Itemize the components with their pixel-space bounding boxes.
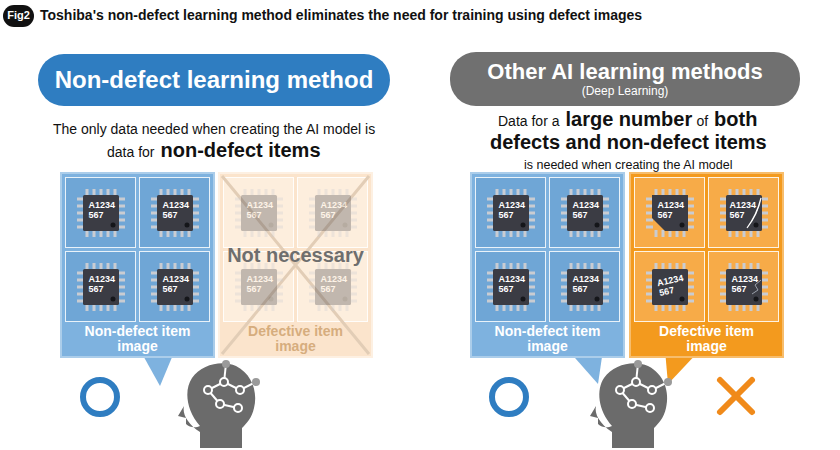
ai-head-icon	[178, 350, 260, 448]
chip-marking: A1234 567	[732, 274, 762, 295]
chip: A1234 567	[558, 186, 612, 240]
description-text: non-defect items	[160, 139, 320, 161]
image-panel: Defective item imageA1234 567A1234 567A1…	[218, 172, 373, 358]
chip-marking: A1234 567	[163, 200, 193, 221]
chip-marking: A1234 567	[89, 274, 119, 295]
chip: A1234 567	[74, 186, 128, 240]
chip-marking: A1234 567	[247, 200, 277, 221]
chip: A1234 567	[643, 260, 697, 314]
description-text: The only data needed when creating the A…	[53, 121, 375, 137]
chip: A1234 567	[643, 186, 697, 240]
description-line: Data for a large numberofboth	[498, 108, 757, 131]
fig-badge-text: Fig2	[3, 9, 34, 21]
chip-marking: A1234 567	[499, 274, 529, 295]
chip: A1234 567	[74, 260, 128, 314]
ng-cross	[720, 380, 752, 412]
chip: A1234 567	[717, 186, 771, 240]
ok-circle	[83, 380, 117, 414]
fig-badge	[3, 5, 34, 27]
description-text: Data for a	[498, 113, 559, 129]
image-panel: Non-defect item imageA1234 567A1234 567A…	[470, 172, 625, 358]
chip: A1234 567	[148, 260, 202, 314]
method-pill: Non-defect learning method	[38, 54, 390, 106]
panel-label: Non-defect item image	[487, 324, 608, 353]
chip-marking: A1234 567	[730, 200, 760, 221]
chip-marking: A1234 567	[573, 200, 603, 221]
description-line: is needed when creating the AI model	[524, 155, 732, 173]
figure-title: Toshiba's non-defect learning method eli…	[40, 7, 642, 23]
panel-label: Defective item image	[646, 324, 767, 353]
description-line: data for non-defect items	[107, 139, 321, 162]
pill-title: Non-defect learning method	[55, 67, 374, 93]
image-panel: Defective item imageA1234 567A1234 567A1…	[629, 172, 784, 358]
image-panel: Non-defect item imageA1234 567A1234 567A…	[60, 172, 215, 358]
panel-label: Non-defect item image	[77, 324, 198, 353]
panel-label: Defective item image	[235, 324, 356, 353]
description-text: defects and non-defect items	[490, 131, 767, 153]
description-text: both	[714, 108, 757, 130]
description-line: defects and non-defect items	[490, 131, 767, 154]
description-text: data for	[107, 144, 154, 160]
description-text: is needed when creating the AI model	[524, 158, 732, 172]
ok-circle	[492, 380, 526, 414]
pill-subtitle: (Deep Learning)	[582, 85, 669, 98]
ai-head-icon	[590, 350, 672, 448]
chip-marking: A1234 567	[89, 200, 119, 221]
description-line: The only data needed when creating the A…	[53, 120, 375, 138]
chip-marking: A1234 567	[658, 200, 688, 221]
chip: A1234 567	[232, 260, 286, 314]
chip: A1234 567	[306, 260, 360, 314]
chip-marking: A1234 567	[499, 200, 529, 221]
chip-marking: A1234 567	[321, 274, 351, 295]
chip: A1234 567	[484, 186, 538, 240]
chip: A1234 567	[232, 186, 286, 240]
chip: A1234 567	[717, 260, 771, 314]
pill-title: Other AI learning methods	[487, 60, 762, 84]
chip: A1234 567	[306, 186, 360, 240]
chip-marking: A1234 567	[573, 274, 603, 295]
description-text: large number	[565, 108, 692, 130]
not-necessary-label: Not necessary	[222, 244, 369, 266]
chip: A1234 567	[558, 260, 612, 314]
chip-marking: A1234 567	[321, 200, 351, 221]
chip: A1234 567	[484, 260, 538, 314]
chip-marking: A1234 567	[163, 274, 193, 295]
method-pill: Other AI learning methods(Deep Learning)	[450, 52, 800, 106]
description-text: of	[696, 113, 708, 129]
chip: A1234 567	[148, 186, 202, 240]
chip-marking: A1234 567	[247, 274, 277, 295]
